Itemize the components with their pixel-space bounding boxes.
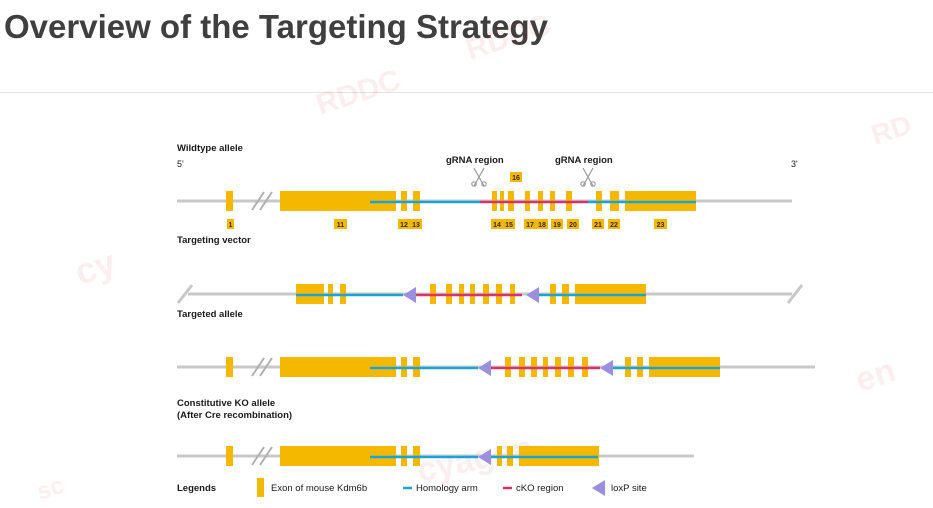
exon-number: 23	[657, 222, 665, 229]
title-divider	[0, 92, 933, 93]
exon-number: 17	[526, 222, 534, 229]
cko-allele-sublabel: (After Cre recombination)	[177, 410, 292, 421]
loxp-site	[403, 287, 416, 303]
constitutive-ko-track: Constitutive KO allele (After Cre recomb…	[177, 398, 694, 466]
grna-region-label-2: gRNA region	[555, 155, 613, 166]
exon-box	[226, 191, 233, 211]
watermark-text: cyagen	[414, 428, 537, 490]
page-title: Overview of the Targeting Strategy	[4, 8, 549, 45]
loxp-site	[526, 287, 539, 303]
targeting-vector-track: Targeting vector	[176, 235, 804, 304]
break-mark	[251, 191, 273, 211]
legend-label: Exon of mouse Kdm6b	[271, 483, 367, 494]
break-mark	[251, 446, 273, 466]
exon-box	[226, 446, 233, 466]
wildtype-allele-track: Wildtype allele 5' 3' gRNA region gRNA r…	[177, 143, 798, 229]
legend: Legends Exon of mouse Kdm6b Homology arm…	[177, 478, 647, 497]
targeted-allele-track: Targeted allele	[177, 309, 815, 377]
loxp-site	[478, 449, 491, 465]
watermark-layer: RDDC RDDC RD cy en sc cyagen	[34, 8, 916, 505]
wildtype-allele-label: Wildtype allele	[177, 143, 243, 154]
watermark-text: cy	[70, 241, 121, 292]
three-prime-label: 3'	[791, 159, 798, 169]
exon-number: 11	[337, 222, 345, 229]
legend-label: loxP site	[611, 483, 647, 494]
legend-label: Homology arm	[416, 483, 478, 494]
exon-number: 16	[512, 175, 520, 182]
legend-loxp-swatch	[592, 480, 605, 496]
loxp-site	[478, 360, 491, 376]
legend-title: Legends	[177, 483, 216, 494]
legend-label: cKO region	[516, 483, 564, 494]
exon-number: 20	[569, 222, 577, 229]
exon-number: 22	[610, 222, 618, 229]
vector-end-slash	[176, 284, 194, 304]
exon-number: 15	[505, 222, 513, 229]
exon-number: 21	[594, 222, 602, 229]
watermark-text: RD	[867, 109, 915, 151]
cko-allele-label: Constitutive KO allele	[177, 398, 275, 409]
scissors-icon	[580, 167, 596, 187]
watermark-text: en	[851, 351, 900, 399]
exon-box	[280, 446, 396, 466]
watermark-text: RDDC	[312, 63, 405, 121]
exon-number: 19	[553, 222, 561, 229]
exon-number: 14	[493, 222, 501, 229]
grna-region-label-1: gRNA region	[446, 155, 504, 166]
watermark-text: RDDC	[462, 8, 555, 66]
break-mark	[251, 357, 273, 377]
targeting-vector-label: Targeting vector	[177, 235, 251, 246]
exon-box	[280, 357, 396, 377]
exon-number: 18	[538, 222, 546, 229]
legend-exon-swatch	[257, 478, 264, 497]
targeted-allele-label: Targeted allele	[177, 309, 243, 320]
exon-number: 12	[400, 222, 408, 229]
vector-end-slash	[786, 284, 804, 304]
exon-number: 1	[229, 222, 233, 229]
loxp-site	[600, 360, 613, 376]
scissors-icon	[471, 167, 487, 187]
exon-number: 13	[412, 222, 420, 229]
exon-box	[226, 357, 233, 377]
exon-number-labels: 1 11 12 13 14 15 16 17 18 19 20 21 22 23	[227, 172, 667, 229]
exon-box	[280, 191, 396, 211]
five-prime-label: 5'	[177, 159, 184, 169]
watermark-text: sc	[34, 472, 68, 506]
